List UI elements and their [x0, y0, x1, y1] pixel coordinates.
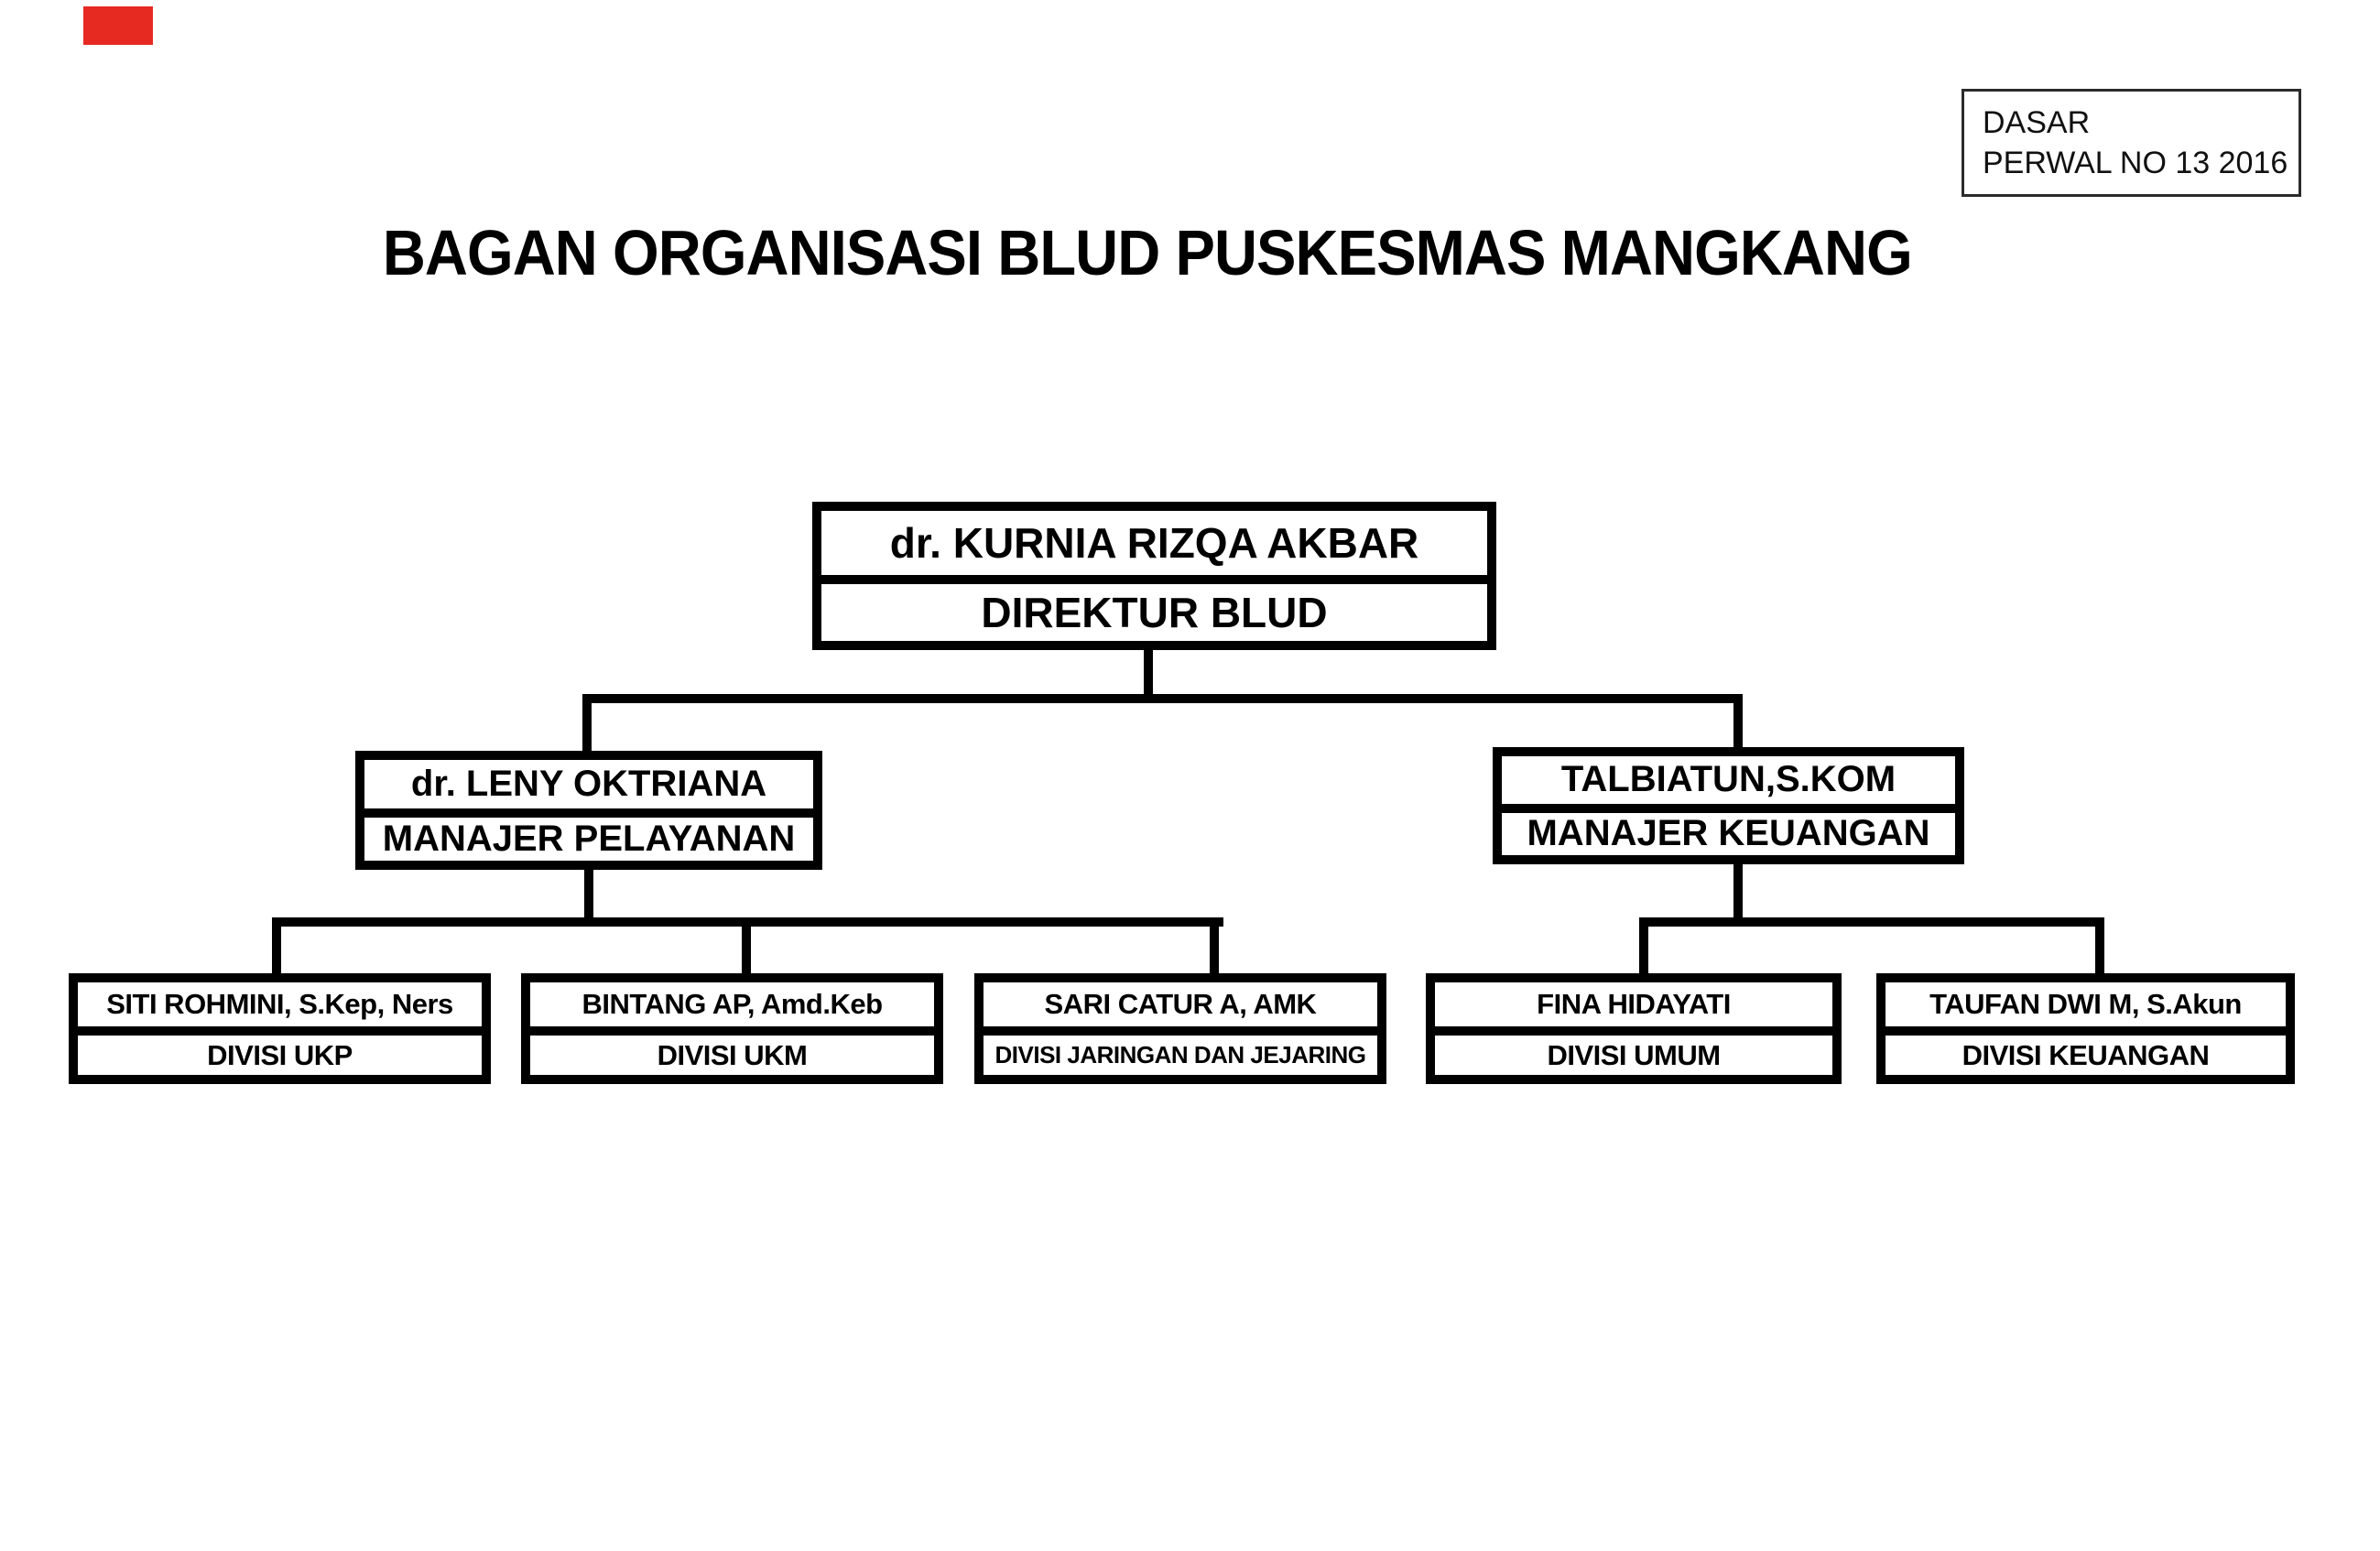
person-name: BINTANG AP, Amd.Keb	[581, 988, 883, 1021]
node-divider	[1435, 1026, 1832, 1036]
connector-jaringan-drop	[1210, 917, 1219, 978]
red-mark	[83, 6, 153, 45]
org-node-divisi-umum: FINA HIDAYATI DIVISI UMUM	[1426, 973, 1842, 1084]
connector-divisi-keuangan-drop	[2095, 917, 2104, 978]
node-divider	[984, 1026, 1377, 1036]
node-divider	[78, 1026, 482, 1036]
connector-level3-right-bus	[1639, 917, 2104, 927]
person-name: FINA HIDAYATI	[1537, 988, 1731, 1021]
legal-basis-note: DASAR PERWAL NO 13 2016	[1962, 89, 2301, 197]
role-title: MANAJER PELAYANAN	[382, 818, 796, 859]
connector-ukm-drop	[742, 917, 751, 978]
org-node-divisi-jaringan: SARI CATUR A, AMK DIVISI JARINGAN DAN JE…	[974, 973, 1386, 1084]
person-name: SARI CATUR A, AMK	[1044, 988, 1317, 1021]
person-name: dr. LENY OKTRIANA	[410, 763, 767, 804]
node-divider	[821, 574, 1487, 584]
org-node-manajer-keuangan: TALBIATUN,S.KOM MANAJER KEUANGAN	[1493, 747, 1964, 864]
node-divider	[364, 808, 813, 818]
org-node-divisi-ukm: BINTANG AP, Amd.Keb DIVISI UKM	[521, 973, 943, 1084]
legal-basis-line1: DASAR	[1983, 105, 2091, 140]
connector-keuangan-drop	[1733, 694, 1743, 752]
role-title: DIVISI UKM	[657, 1038, 808, 1071]
role-title: DIVISI UMUM	[1547, 1038, 1721, 1071]
node-divider	[1502, 803, 1955, 813]
role-title: DIREKTUR BLUD	[981, 588, 1328, 636]
chart-title: BAGAN ORGANISASI BLUD PUSKESMAS MANGKANG	[0, 216, 2294, 289]
role-title: MANAJER KEUANGAN	[1527, 813, 1930, 854]
legal-basis-line2: PERWAL NO 13 2016	[1983, 146, 2288, 180]
connector-level2-bus	[582, 694, 1743, 703]
role-title: DIVISI KEUANGAN	[1962, 1038, 2210, 1071]
node-divider	[1886, 1026, 2286, 1036]
connector-umum-drop	[1639, 917, 1648, 978]
org-node-direktur: dr. KURNIA RIZQA AKBAR DIREKTUR BLUD	[812, 502, 1496, 650]
org-node-divisi-keuangan: TAUFAN DWI M, S.Akun DIVISI KEUANGAN	[1876, 973, 2295, 1084]
role-title: DIVISI JARINGAN DAN JEJARING	[994, 1041, 1366, 1069]
connector-pelayanan-drop	[582, 694, 592, 755]
chart-title-text: BAGAN ORGANISASI BLUD PUSKESMAS MANGKANG	[382, 217, 1913, 288]
person-name: TALBIATUN,S.KOM	[1560, 759, 1896, 800]
connector-pelayanan-out	[584, 865, 593, 927]
person-name: TAUFAN DWI M, S.Akun	[1929, 988, 2242, 1021]
person-name: SITI ROHMINI, S.Kep, Ners	[106, 988, 453, 1021]
node-divider	[530, 1026, 934, 1036]
connector-direktur-drop	[1144, 650, 1153, 703]
person-name: dr. KURNIA RIZQA AKBAR	[889, 518, 1419, 567]
org-node-divisi-ukp: SITI ROHMINI, S.Kep, Ners DIVISI UKP	[69, 973, 491, 1084]
org-node-manajer-pelayanan: dr. LENY OKTRIANA MANAJER PELAYANAN	[355, 751, 822, 870]
connector-ukp-drop	[272, 917, 281, 978]
connector-keuangan-out	[1733, 860, 1743, 927]
role-title: DIVISI UKP	[207, 1038, 353, 1071]
